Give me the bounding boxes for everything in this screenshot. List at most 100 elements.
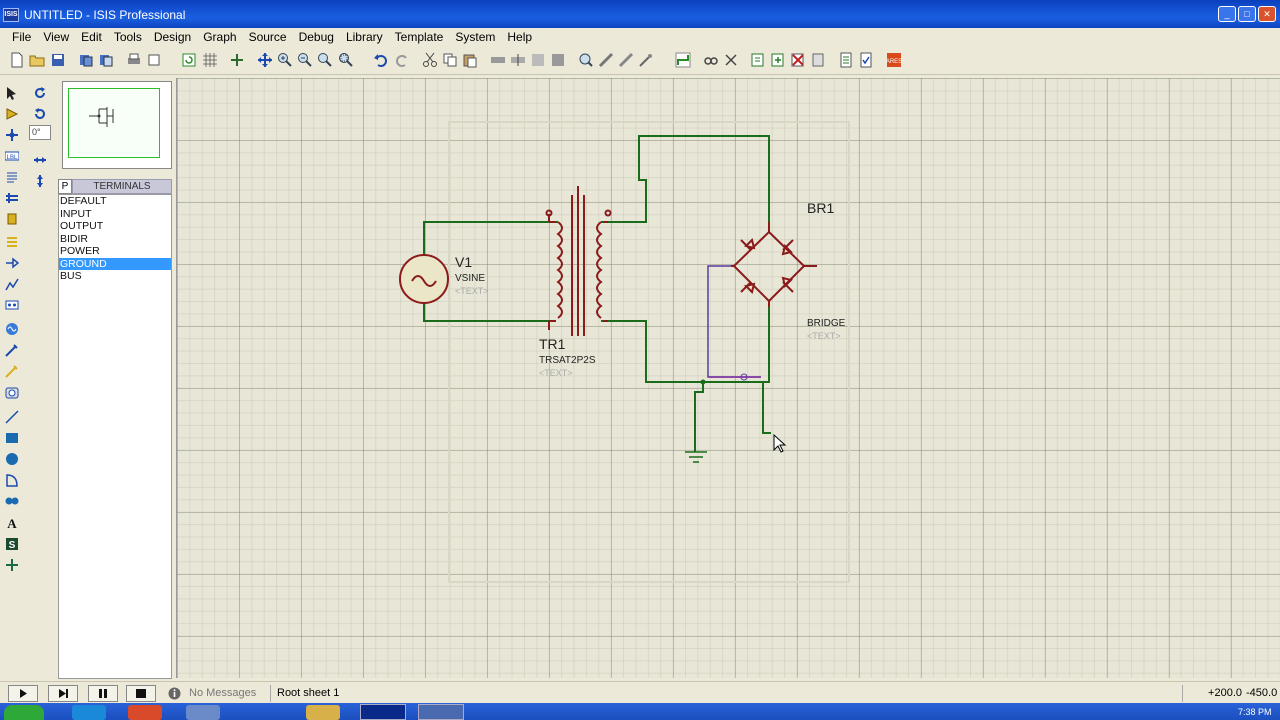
- ground-symbol[interactable]: [685, 451, 707, 463]
- open-folder-icon[interactable]: [29, 52, 45, 68]
- component-mode-icon[interactable]: [5, 107, 19, 121]
- wire-autorouter-icon[interactable]: [675, 52, 691, 68]
- selection-mode-icon[interactable]: [5, 86, 19, 100]
- save-icon[interactable]: [50, 52, 66, 68]
- bill-of-materials-icon[interactable]: [838, 52, 854, 68]
- schematic-canvas[interactable]: V1 VSINE <TEXT> TR1 TRSAT2P2S <TEXT> BR1…: [176, 78, 1280, 678]
- marker-tool-icon[interactable]: [5, 558, 19, 572]
- terminals-list[interactable]: DEFAULT INPUT OUTPUT BIDIR POWER GROUND …: [58, 194, 172, 679]
- zoom-in-icon[interactable]: [277, 52, 293, 68]
- taskbar-chrome-icon[interactable]: [128, 705, 162, 720]
- pick-device-icon[interactable]: [578, 52, 594, 68]
- menu-view[interactable]: View: [43, 30, 70, 44]
- close-button[interactable]: ✕: [1258, 6, 1276, 22]
- terminal-ground[interactable]: GROUND: [59, 257, 171, 270]
- print-icon[interactable]: [126, 52, 142, 68]
- menu-template[interactable]: Template: [394, 30, 444, 44]
- menu-source[interactable]: Source: [248, 30, 287, 44]
- menu-tools[interactable]: Tools: [113, 30, 142, 44]
- rotation-angle-field[interactable]: 0°: [29, 125, 51, 140]
- isis-app-icon[interactable]: ISIS: [3, 8, 19, 22]
- overview-viewport[interactable]: [68, 88, 160, 158]
- cut-icon[interactable]: [422, 52, 438, 68]
- box-tool-icon[interactable]: [5, 431, 19, 445]
- junction-dot-icon[interactable]: [5, 128, 19, 142]
- bridge-rectifier[interactable]: [731, 222, 817, 307]
- zoom-all-icon[interactable]: [317, 52, 333, 68]
- overview-window[interactable]: [62, 81, 172, 169]
- zoom-area-icon[interactable]: [338, 52, 354, 68]
- maximize-button[interactable]: □: [1238, 6, 1256, 22]
- block-move-icon[interactable]: [510, 52, 526, 68]
- menu-system[interactable]: System: [455, 30, 496, 44]
- messages-status[interactable]: No Messages: [189, 687, 257, 699]
- menu-design[interactable]: Design: [153, 30, 192, 44]
- v1-ref[interactable]: V1: [455, 254, 473, 270]
- exit-to-parent-icon[interactable]: [810, 52, 826, 68]
- add-sheet-icon[interactable]: [770, 52, 786, 68]
- virtual-instruments-icon[interactable]: [5, 386, 19, 400]
- grid-icon[interactable]: [202, 52, 218, 68]
- menu-graph[interactable]: Graph: [203, 30, 237, 44]
- text-script-icon[interactable]: [5, 170, 19, 184]
- new-file-icon[interactable]: [9, 52, 25, 68]
- paste-icon[interactable]: [462, 52, 478, 68]
- step-button[interactable]: [48, 685, 78, 702]
- copy-icon[interactable]: [442, 52, 458, 68]
- menu-debug[interactable]: Debug: [298, 30, 334, 44]
- tr1-type[interactable]: TRSAT2P2S: [539, 355, 596, 366]
- pan-icon[interactable]: [257, 52, 273, 68]
- voltage-probe-icon[interactable]: [5, 343, 19, 357]
- text-tool-icon[interactable]: A: [5, 516, 19, 530]
- terminal-default[interactable]: DEFAULT: [60, 195, 107, 207]
- br1-type[interactable]: BRIDGE: [807, 318, 846, 329]
- block-rotate-icon[interactable]: [530, 52, 546, 68]
- current-probe-icon[interactable]: [5, 364, 19, 378]
- transformer[interactable]: [545, 186, 612, 336]
- menu-edit[interactable]: Edit: [81, 30, 102, 44]
- rotate-clockwise-icon[interactable]: [33, 86, 47, 100]
- print-area-icon[interactable]: [146, 52, 162, 68]
- selected-wire[interactable]: [707, 265, 761, 378]
- taskbar-app-icon[interactable]: [186, 705, 220, 720]
- minimize-button[interactable]: _: [1218, 6, 1236, 22]
- mirror-vertical-icon[interactable]: [33, 174, 47, 188]
- property-assignment-icon[interactable]: [723, 52, 739, 68]
- terminal-output[interactable]: OUTPUT: [60, 220, 104, 232]
- v1-text[interactable]: <TEXT>: [455, 286, 489, 296]
- menu-library[interactable]: Library: [345, 30, 383, 44]
- netlist-to-ares-icon[interactable]: ARES: [886, 52, 902, 68]
- search-tag-icon[interactable]: [703, 52, 719, 68]
- play-button[interactable]: [8, 685, 38, 702]
- tape-recorder-icon[interactable]: [5, 298, 19, 312]
- terminal-bidir[interactable]: BIDIR: [60, 232, 89, 245]
- wire-label-icon[interactable]: LBL: [5, 149, 19, 163]
- device-pins-icon[interactable]: [5, 256, 19, 270]
- undo-icon[interactable]: [373, 52, 389, 68]
- tr1-ref[interactable]: TR1: [539, 336, 566, 352]
- redo-icon[interactable]: [394, 52, 410, 68]
- bus-icon[interactable]: [5, 191, 19, 205]
- terminal-power[interactable]: POWER: [60, 245, 100, 257]
- make-device-icon[interactable]: [598, 52, 614, 68]
- mirror-horizontal-icon[interactable]: [33, 153, 47, 167]
- clock[interactable]: 7:38 PM: [1238, 707, 1272, 717]
- electrical-rules-icon[interactable]: [858, 52, 874, 68]
- pick-button[interactable]: P: [58, 179, 72, 194]
- generator-icon[interactable]: [5, 322, 19, 336]
- circle-tool-icon[interactable]: [5, 452, 19, 466]
- pause-button[interactable]: [88, 685, 118, 702]
- graph-mode-icon[interactable]: [5, 277, 19, 291]
- menu-help[interactable]: Help: [507, 30, 533, 44]
- taskbar-browser-icon[interactable]: [72, 705, 106, 720]
- rotate-anticlockwise-icon[interactable]: [33, 107, 47, 121]
- tr1-text[interactable]: <TEXT>: [539, 368, 573, 378]
- wire-drag-handle[interactable]: [740, 373, 748, 381]
- new-sheet-icon[interactable]: [750, 52, 766, 68]
- vsine-source[interactable]: [399, 254, 449, 304]
- subcircuit-icon[interactable]: [5, 212, 19, 226]
- terminal-bus[interactable]: BUS: [60, 270, 82, 282]
- arc-tool-icon[interactable]: [5, 473, 19, 487]
- start-button[interactable]: [4, 705, 44, 720]
- terminals-mode-icon[interactable]: [5, 235, 19, 249]
